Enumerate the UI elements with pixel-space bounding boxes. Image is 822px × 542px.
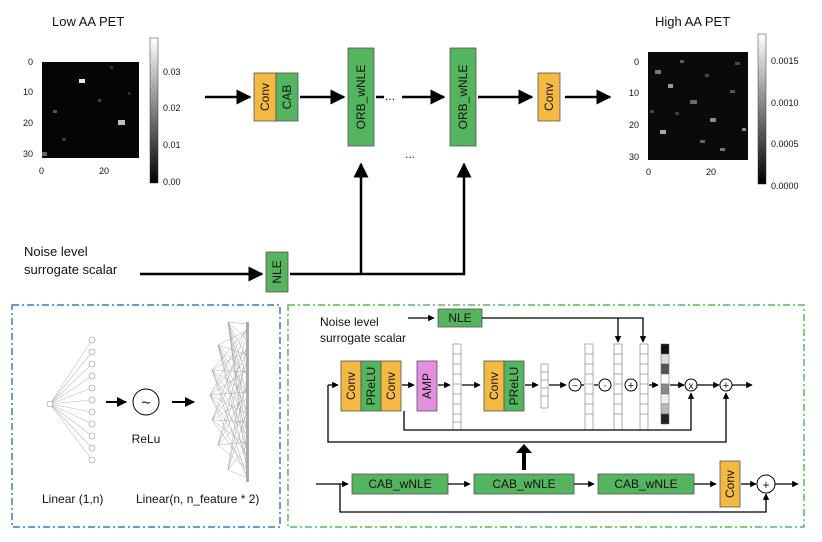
- high-ytick: 0: [634, 57, 639, 67]
- low-pet-image: [42, 62, 139, 158]
- conv2-label: Conv: [542, 83, 556, 111]
- high-ytick: 10: [629, 88, 639, 98]
- relu-icon: [132, 388, 160, 416]
- orb2-label: ORB_wNLE: [456, 65, 470, 130]
- low-cbar-tick: 0.03: [163, 67, 181, 77]
- high-pet-image: [648, 52, 748, 160]
- noise-label-line1: Noise level: [24, 244, 88, 259]
- high-cbar-tick: 0.0005: [771, 139, 799, 149]
- low-colorbar: 0.03 0.02 0.01 0.00: [149, 37, 181, 187]
- skip-residual: [339, 484, 770, 513]
- ellipsis-h: ...: [385, 89, 395, 103]
- cab1-label: CAB_wNLE: [368, 477, 431, 491]
- cab2-label: CAB_wNLE: [492, 477, 555, 491]
- ellipsis-v: ...: [405, 147, 415, 161]
- rp-nle-block: NLE: [437, 308, 483, 328]
- rp-prelu-a: PReLU: [360, 360, 382, 412]
- conv-block-2: Conv: [537, 72, 561, 122]
- rp-nle-label: NLE: [448, 311, 471, 325]
- cab-wnle-block-1: CAB_wNLE: [351, 473, 449, 495]
- linear2-network: [209, 321, 249, 482]
- rp-conv-c: Conv: [483, 360, 505, 412]
- gamma-vector: [613, 343, 623, 431]
- high-colorbar: 0.0015 0.0010 0.0005 0.0000: [757, 33, 799, 191]
- channel-vector-1: [452, 343, 462, 431]
- linear1-network: [46, 336, 96, 464]
- high-xtick: 20: [706, 167, 716, 177]
- conv-block-1: Conv: [253, 72, 277, 122]
- cab-block: CAB: [275, 72, 299, 122]
- low-cbar-tick: 0.00: [163, 177, 181, 187]
- rp-prelu-c-label: PReLU: [507, 367, 521, 406]
- relu-label: ReLu: [132, 432, 161, 446]
- low-xtick: 20: [99, 166, 109, 176]
- noise-label-line2: surrogate scalar: [24, 262, 118, 277]
- add-icon: [624, 378, 638, 392]
- arrow-nle-beta: [482, 317, 647, 343]
- low-ytick: 30: [23, 149, 33, 159]
- high-cbar-tick: 0.0015: [771, 56, 799, 66]
- expand-arrow-head: [516, 444, 532, 453]
- plus-symbol-2: +: [723, 380, 729, 392]
- attention-vector: [660, 343, 670, 425]
- high-pet-axes: 0 10 20 30 0 20: [629, 57, 716, 177]
- cab-label: CAB: [280, 85, 294, 110]
- rp-conv-b-label: Conv: [384, 372, 398, 400]
- orb-block-2: ORB_wNLE: [449, 47, 477, 147]
- dot-symbol: ·: [603, 378, 607, 392]
- multiply-dot-icon: [598, 378, 612, 392]
- low-pet-title: Low AA PET: [52, 14, 124, 29]
- high-pet-title: High AA PET: [655, 14, 730, 29]
- beta-vector: [639, 343, 649, 431]
- rp-prelu-c: PReLU: [503, 360, 525, 412]
- cab3-label: CAB_wNLE: [614, 477, 677, 491]
- low-ytick: 0: [28, 57, 33, 67]
- sigmoid-symbol: ~: [572, 381, 578, 392]
- linear1-label: Linear (1,n): [42, 492, 103, 506]
- plus-symbol-3: +: [762, 478, 769, 492]
- rp-noise-line2: surrogate scalar: [320, 331, 406, 345]
- nle-block-top: NLE: [265, 251, 289, 293]
- low-ytick: 20: [23, 118, 33, 128]
- rp-conv-end: Conv: [719, 460, 741, 508]
- rp-conv-c-label: Conv: [487, 372, 501, 400]
- skip-to-times: [403, 392, 695, 431]
- arrow-to-orb2: [290, 162, 472, 276]
- rp-prelu-a-label: PReLU: [364, 367, 378, 406]
- channel-vector-2: [540, 363, 549, 409]
- high-cbar-tick: 0.0010: [771, 98, 799, 108]
- orb-detail-panel: [287, 304, 805, 528]
- rp-conv-a-label: Conv: [344, 372, 358, 400]
- nle-label: NLE: [270, 260, 284, 283]
- rp-conv-end-label: Conv: [723, 470, 737, 498]
- low-cbar-tick: 0.01: [163, 140, 181, 150]
- rp-amp-block: AMP: [416, 360, 438, 412]
- cab-wnle-block-3: CAB_wNLE: [597, 473, 695, 495]
- rp-conv-a: Conv: [340, 360, 362, 412]
- low-ytick: 10: [23, 87, 33, 97]
- conv1-label: Conv: [258, 83, 272, 111]
- high-ytick: 20: [629, 120, 639, 130]
- nle-detail-panel: [11, 304, 281, 528]
- channel-vector-3: [584, 343, 594, 431]
- plus-symbol: +: [628, 380, 634, 392]
- cab-wnle-block-2: CAB_wNLE: [473, 473, 575, 495]
- rp-conv-b: Conv: [380, 360, 402, 412]
- low-xtick: 0: [39, 166, 44, 176]
- orb1-label: ORB_wNLE: [354, 65, 368, 130]
- high-ytick: 30: [629, 152, 639, 162]
- low-cbar-tick: 0.02: [163, 103, 181, 113]
- high-cbar-tick: 0.0000: [771, 181, 799, 191]
- linear2-label: Linear(n, n_feature * 2): [136, 492, 259, 506]
- low-pet-axes: 0 10 20 30 0 20: [23, 57, 109, 176]
- orb-block-1: ORB_wNLE: [347, 47, 375, 147]
- times-symbol: x: [689, 381, 694, 392]
- relu-symbol: ~: [141, 395, 150, 412]
- rp-amp-label: AMP: [420, 373, 434, 399]
- skip-to-plus: [327, 385, 730, 443]
- high-xtick: 0: [646, 167, 651, 177]
- rp-noise-line1: Noise level: [320, 315, 379, 329]
